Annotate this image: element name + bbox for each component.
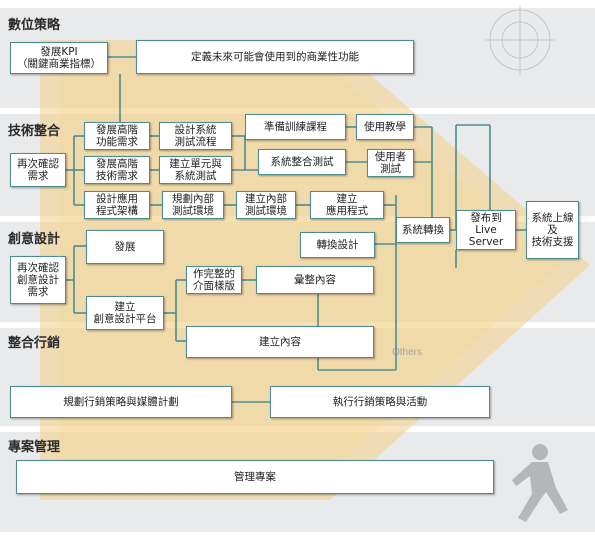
section-title-digital-strategy: 數位策略 <box>8 18 61 33</box>
node-unit-system-test: 建立單元與 系統測試 <box>159 156 232 184</box>
node-marketing-plan: 規劃行銷策略與媒體計劃 <box>10 386 232 418</box>
node-marketing-execute: 執行行銷策略與活動 <box>270 386 490 418</box>
node-system-conversion: 系統轉換 <box>396 217 450 243</box>
section-title-tech-integration: 技術整合 <box>8 124 61 139</box>
node-creative-platform: 建立 創意設計平台 <box>86 296 164 330</box>
node-convert-design: 轉換設計 <box>300 232 375 258</box>
node-system-test-flow: 設計系統 測試流程 <box>159 122 232 150</box>
compass-graphic <box>485 5 555 75</box>
node-user-test: 使用者 測試 <box>367 149 414 177</box>
node-teaching: 使用教學 <box>356 114 414 140</box>
node-go-live-support: 系統上線 及 技術支援 <box>526 201 579 259</box>
node-high-level-tech-req: 發展高階 技術需求 <box>84 156 150 184</box>
node-build-application: 建立 應用程式 <box>310 191 384 219</box>
node-full-interface-template: 作完整的 介面樣版 <box>186 266 242 294</box>
section-title-creative-design: 創意設計 <box>8 232 61 247</box>
others-watermark: Others <box>392 347 422 358</box>
node-reconfirm-creative-req: 再次確認 創意設計 需求 <box>10 256 66 304</box>
node-training-course: 準備訓練課程 <box>245 114 346 140</box>
node-develop-kpi: 發展KPI （關鍵商業指標） <box>10 42 108 74</box>
section-title-integrated-marketing: 整合行銷 <box>8 336 61 351</box>
node-build-content: 建立內容 <box>186 326 374 358</box>
node-reconfirm-requirements: 再次確認 需求 <box>10 153 66 187</box>
node-publish-live-server: 發布到 Live Server <box>456 210 516 250</box>
node-internal-test-env-plan: 規劃內部 測試環境 <box>162 191 224 219</box>
node-internal-test-env-build: 建立內部 測試環境 <box>236 191 296 219</box>
section-title-project-management: 專案管理 <box>8 440 61 455</box>
node-aggregate-content: 彙整內容 <box>256 266 374 294</box>
node-high-level-function-req: 發展高階 功能需求 <box>84 122 150 150</box>
node-define-business-functions: 定義未來可能會使用到的商業性功能 <box>136 40 414 74</box>
node-develop: 發展 <box>86 230 164 264</box>
node-app-architecture: 設計應用 程式架構 <box>84 191 150 219</box>
node-system-integration-test: 系統整合測試 <box>258 149 346 175</box>
runner-figure-graphic <box>512 444 568 522</box>
node-manage-project: 管理專案 <box>16 460 494 494</box>
